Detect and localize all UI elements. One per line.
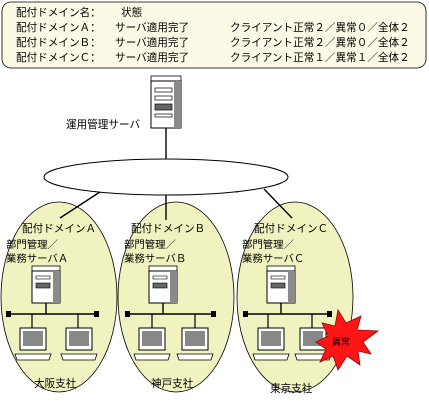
domain-title: 配付ドメインＡ <box>22 222 96 235</box>
status-row-domain: 配付ドメインＢ： <box>16 36 101 49</box>
department-server-icon <box>266 265 296 304</box>
domain-title: 配付ドメインＣ <box>254 222 328 235</box>
status-row-client: クライアント正常２／異常０／全体２ <box>230 21 410 34</box>
domain-server-label-line1: 部門管理／ <box>242 238 295 251</box>
site-label: 大阪支社 <box>34 377 77 390</box>
client-pc-icon <box>14 327 52 361</box>
ops-server-label: 運用管理サーバ <box>66 118 140 131</box>
domain-server-label-line1: 部門管理／ <box>124 238 177 251</box>
status-header-value: 状態 <box>121 6 142 19</box>
department-server-icon <box>31 265 61 304</box>
status-row-domain: 配付ドメインＡ： <box>16 21 101 34</box>
domain-server-label-line2: 業務サーバＡ <box>6 252 68 265</box>
status-row-server: サーバ適用完了 <box>115 36 189 49</box>
department-server-icon <box>148 265 178 304</box>
domain-server-label-line2: 業務サーバＢ <box>124 252 186 265</box>
domain-server-label-line1: 部門管理／ <box>6 238 59 251</box>
client-pc-icon <box>133 327 171 361</box>
network-ring <box>43 158 289 196</box>
status-row-client: クライアント正常２／異常０／全体２ <box>230 36 410 49</box>
status-row-domain: 配付ドメインＣ： <box>16 51 101 64</box>
status-row-server: サーバ適用完了 <box>115 51 189 64</box>
status-row-server: サーバ適用完了 <box>115 21 189 34</box>
domain-b: 配付ドメインＢ 部門管理／ 業務サーバＢ 神戸支社 <box>124 222 216 390</box>
site-label: 神戸支社 <box>151 377 194 390</box>
client-pc-icon <box>176 327 214 361</box>
alert-label: 異常 <box>332 336 350 348</box>
domain-title: 配付ドメインＢ <box>131 222 205 235</box>
status-box: 配付ドメイン名： 状態 配付ドメインＡ： サーバ適用完了 クライアント正常２／異… <box>1 1 427 69</box>
status-box-frame <box>1 1 427 69</box>
site-label: 東京支社 <box>270 382 313 395</box>
domain-a: 配付ドメインＡ 部門管理／ 業務サーバＡ 大阪支社 <box>6 222 99 390</box>
error-burst-icon: 異常 <box>315 308 380 371</box>
domain-server-label-line2: 業務サーバＣ <box>242 252 304 265</box>
ops-server-icon <box>150 75 182 129</box>
status-header-label: 配付ドメイン名： <box>16 6 101 19</box>
status-row-client: クライアント正常１／異常１／全体２ <box>230 51 410 64</box>
client-pc-icon <box>252 327 290 361</box>
client-pc-icon <box>60 327 98 361</box>
